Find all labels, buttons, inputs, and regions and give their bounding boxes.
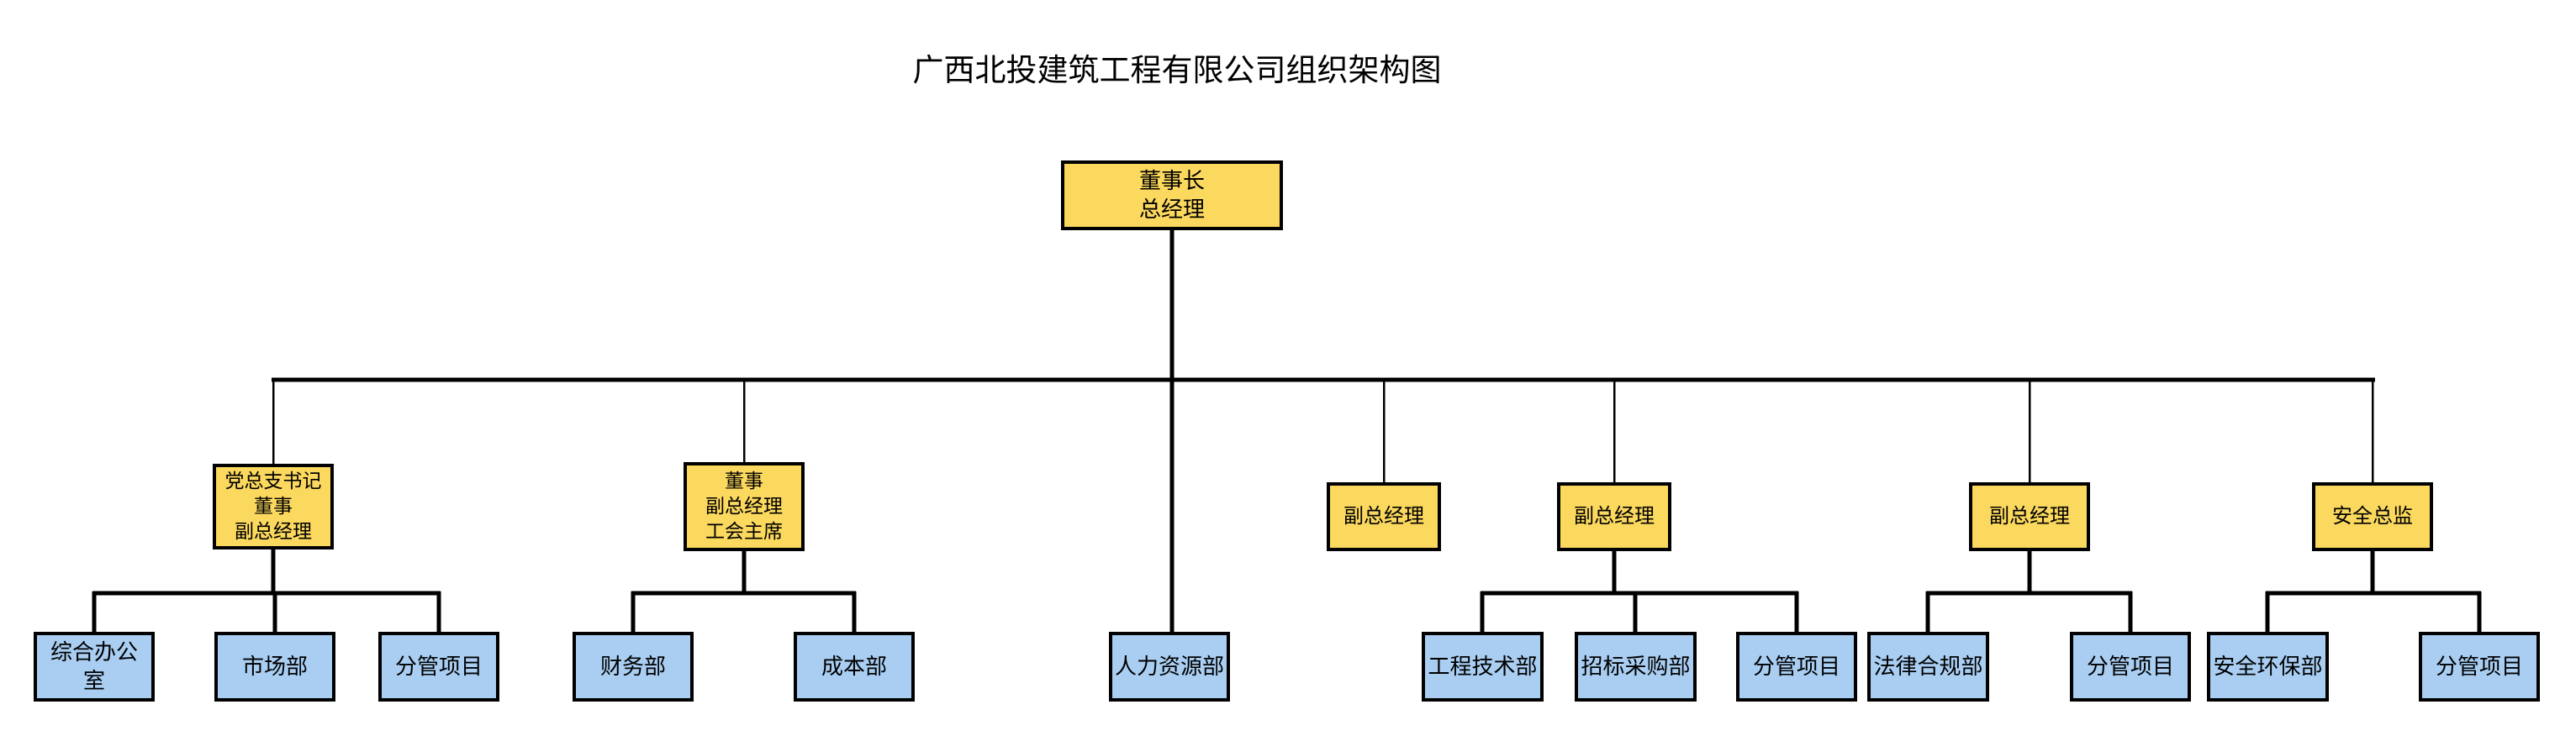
node-human-resources-dept: 人力资源部 bbox=[1109, 632, 1230, 702]
node-engineering-tech-dept: 工程技术部 bbox=[1422, 632, 1544, 702]
node-director-deputy-gm-union-chairman: 董事 副总经理 工会主席 bbox=[684, 462, 805, 551]
node-managed-projects-4: 分管项目 bbox=[2419, 632, 2540, 702]
node-safety-director: 安全总监 bbox=[2312, 482, 2433, 551]
node-deputy-gm-2: 副总经理 bbox=[1557, 482, 1671, 551]
node-managed-projects-3: 分管项目 bbox=[2070, 632, 2191, 702]
node-party-secretary-director-deputy-gm: 党总支书记 董事 副总经理 bbox=[213, 464, 334, 549]
node-deputy-gm-3: 副总经理 bbox=[1969, 482, 2090, 551]
node-bidding-procurement-dept: 招标采购部 bbox=[1575, 632, 1697, 702]
node-cost-dept: 成本部 bbox=[794, 632, 915, 702]
node-marketing-dept: 市场部 bbox=[214, 632, 335, 702]
node-chairman-general-manager: 董事长 总经理 bbox=[1061, 160, 1283, 230]
node-general-office: 综合办公 室 bbox=[34, 632, 155, 702]
chart-title: 广西北投建筑工程有限公司组织架构图 bbox=[912, 53, 1442, 87]
node-finance-dept: 财务部 bbox=[573, 632, 694, 702]
level2-drop-lines bbox=[272, 380, 2374, 482]
level3-group-lines bbox=[92, 549, 2482, 632]
node-managed-projects-2: 分管项目 bbox=[1736, 632, 1857, 702]
node-safety-environment-dept: 安全环保部 bbox=[2207, 632, 2329, 702]
node-legal-compliance-dept: 法律合规部 bbox=[1867, 632, 1989, 702]
node-managed-projects-1: 分管项目 bbox=[378, 632, 499, 702]
node-deputy-gm-1: 副总经理 bbox=[1327, 482, 1441, 551]
